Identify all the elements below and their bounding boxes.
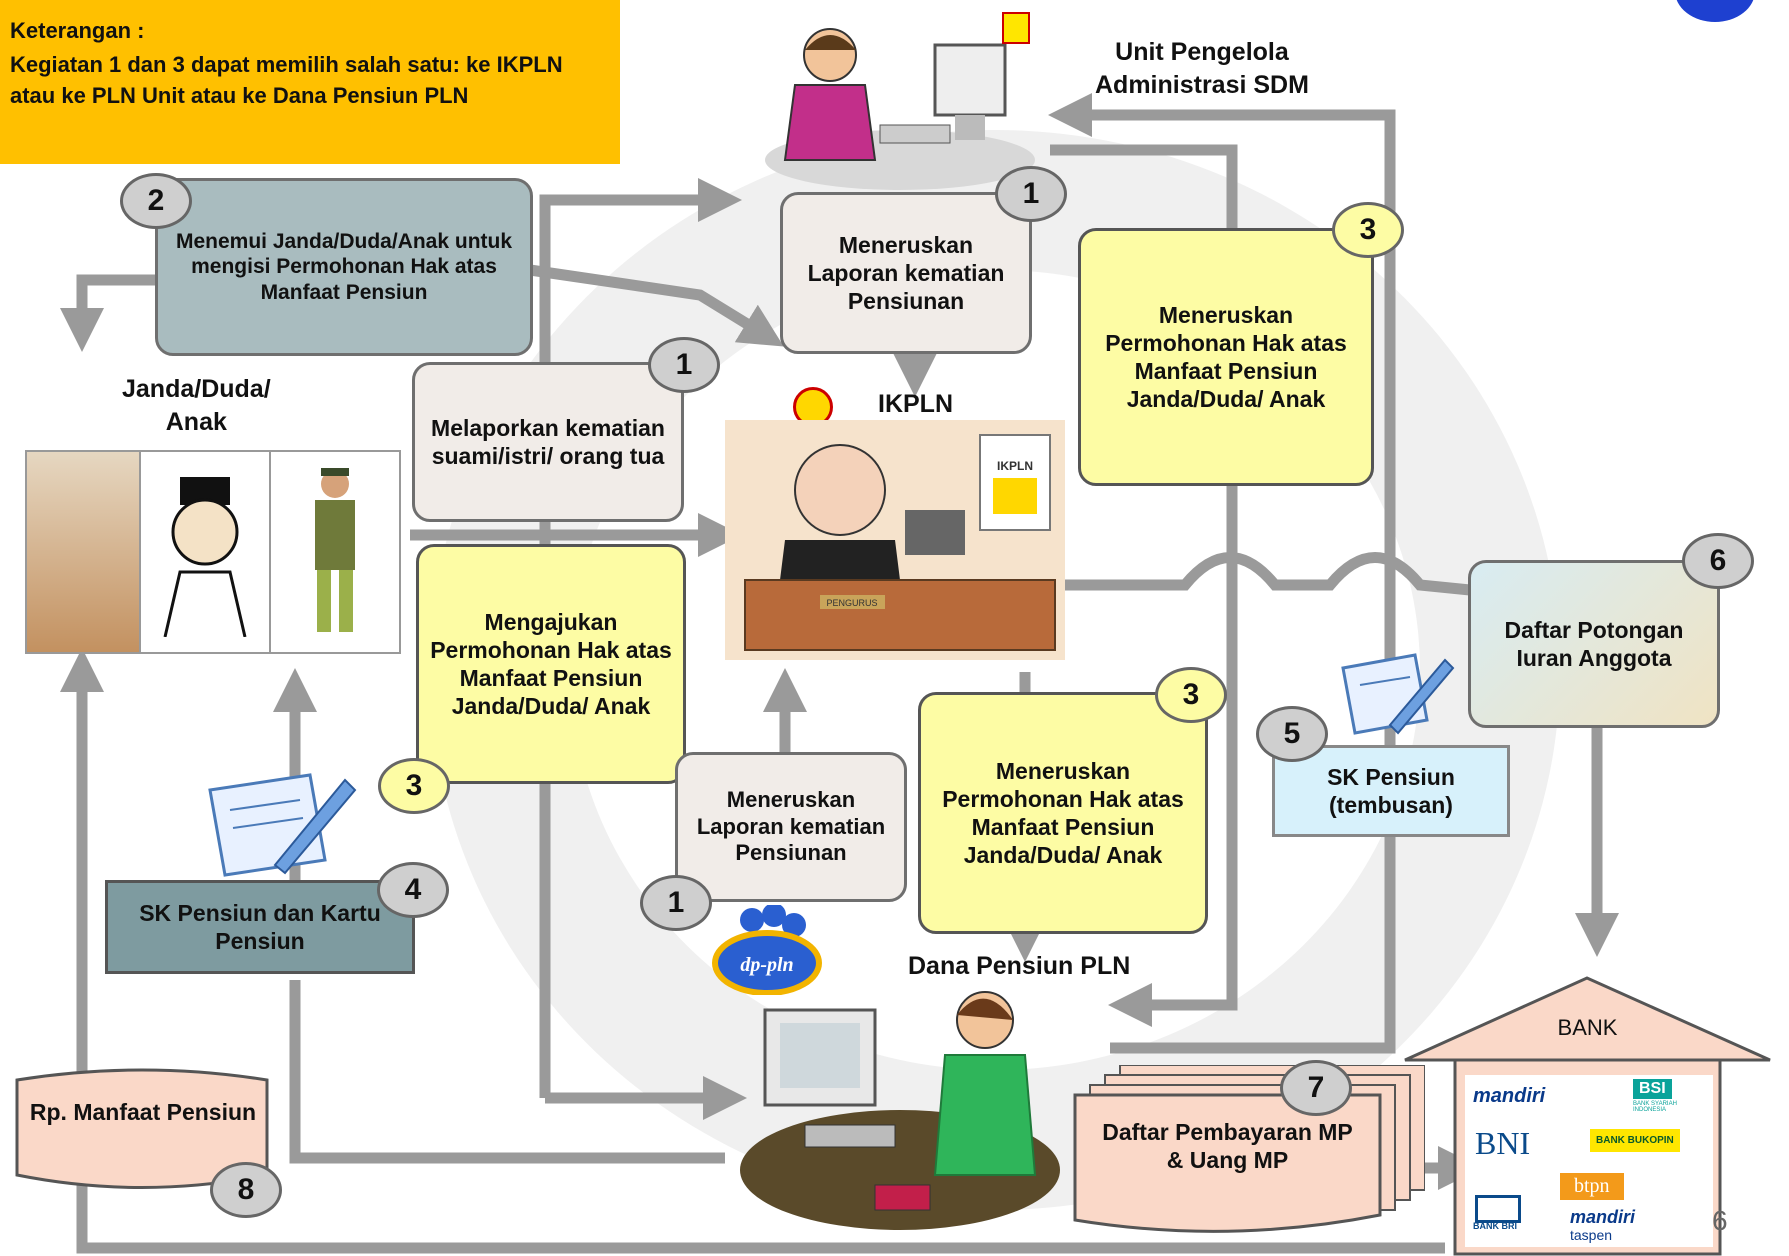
bukopin-logo: BANK BUKOPIN bbox=[1590, 1129, 1680, 1152]
dana-pensiun-label: Dana Pensiun PLN bbox=[908, 952, 1131, 980]
arrow-step2-to-ikpln bbox=[529, 264, 784, 347]
dapen-worker-illustration bbox=[735, 975, 1065, 1235]
step-1-report-box: Melaporkan kematian suami/istri/ orang t… bbox=[412, 362, 684, 522]
step-1-unit-box: Meneruskan Laporan kematian Pensiunan bbox=[780, 192, 1032, 354]
step-5-text: SK Pensiun (tembusan) bbox=[1327, 763, 1455, 818]
step-3-unit-text: Meneruskan Permohonan Hak atas Manfaat P… bbox=[1105, 301, 1347, 413]
legend-box: Keterangan : Kegiatan 1 dan 3 dapat memi… bbox=[0, 0, 620, 164]
beneficiary-photos bbox=[25, 450, 401, 654]
taspen-logo: taspen bbox=[1570, 1227, 1613, 1243]
arrow-outer-loop-to-unit bbox=[1048, 93, 1396, 1054]
step-1-unit-text: Meneruskan Laporan kematian Pensiunan bbox=[807, 231, 1005, 315]
step-3-submit-badge: 3 bbox=[378, 758, 450, 814]
step-2-box: Menemui Janda/Duda/Anak untuk mengisi Pe… bbox=[155, 178, 533, 356]
step-1-dapen-badge: 1 bbox=[640, 875, 712, 931]
step-1-dapen-text: Meneruskan Laporan kematian Pensiunan bbox=[696, 786, 886, 866]
mandiri-logo: mandiri bbox=[1473, 1085, 1546, 1107]
arrow-step2-to-janda bbox=[60, 274, 158, 352]
step-3-dapen-text: Meneruskan Permohonan Hak atas Manfaat P… bbox=[942, 757, 1184, 869]
step-1-report-badge: 1 bbox=[648, 337, 720, 393]
logo-partial bbox=[1675, 0, 1755, 22]
bsi-subtitle: BANK SYARIAH INDONESIA bbox=[1633, 1101, 1677, 1113]
bri-logo: BANK BRI bbox=[1473, 1221, 1517, 1231]
dp-pln-logo: dp-pln bbox=[712, 903, 822, 996]
step-8-badge: 8 bbox=[210, 1162, 282, 1218]
step-3-unit-box: Meneruskan Permohonan Hak atas Manfaat P… bbox=[1078, 228, 1374, 486]
bsi-logo: BSI bbox=[1633, 1079, 1672, 1099]
bank-logos: mandiri BSI BANK SYARIAH INDONESIA BNI B… bbox=[1465, 1075, 1713, 1247]
step-2-badge: 2 bbox=[120, 173, 192, 229]
arrow-bank-to-janda bbox=[60, 648, 1445, 1254]
ikpln-sign-text: IKPLN bbox=[997, 459, 1033, 473]
step-6-badge: 6 bbox=[1682, 533, 1754, 589]
widow-photo bbox=[27, 452, 139, 652]
bri-logo-icon bbox=[1475, 1195, 1521, 1223]
document-pen-icon bbox=[200, 770, 360, 880]
step-1-dapen-box: Meneruskan Laporan kematian Pensiunan bbox=[675, 752, 907, 902]
legend-text: Kegiatan 1 dan 3 dapat memilih salah sat… bbox=[10, 52, 563, 108]
dp-pln-logo-text: dp-pln bbox=[740, 954, 793, 976]
arrow-unit-loop-to-dapen bbox=[1050, 144, 1238, 1027]
janda-duda-anak-label: Janda/Duda/ Anak bbox=[122, 375, 271, 436]
widower-drawing bbox=[139, 452, 269, 652]
step-5-box: SK Pensiun (tembusan) bbox=[1272, 745, 1510, 837]
step-8-text: Rp. Manfaat Pensiun bbox=[29, 1099, 257, 1125]
step-7-text: Daftar Pembayaran MP & Uang MP bbox=[1102, 1119, 1353, 1174]
step-2-text: Menemui Janda/Duda/Anak untuk mengisi Pe… bbox=[175, 229, 513, 304]
ikpln-label: IKPLN bbox=[878, 390, 953, 418]
step-3-dapen-box: Meneruskan Permohonan Hak atas Manfaat P… bbox=[918, 692, 1208, 934]
connector-ikpln-to-list bbox=[1065, 552, 1471, 596]
document-pen-icon-small bbox=[1335, 650, 1455, 740]
step-8-box: Rp. Manfaat Pensiun bbox=[12, 1060, 274, 1200]
unit-pengelola-label: Unit Pengelola Administrasi SDM bbox=[1095, 38, 1309, 99]
arrow-spine-to-unit bbox=[539, 178, 742, 1098]
page-number: 6 bbox=[1712, 1205, 1728, 1236]
bni-logo: BNI bbox=[1475, 1125, 1531, 1161]
btpn-logo: btpn bbox=[1560, 1173, 1624, 1200]
step-4-box: SK Pensiun dan Kartu Pensiun bbox=[105, 880, 415, 974]
step-1-unit-badge: 1 bbox=[995, 166, 1067, 222]
step-3-unit-badge: 3 bbox=[1332, 202, 1404, 258]
pln-logo-icon bbox=[1002, 12, 1030, 44]
bank-label: BANK bbox=[1557, 1015, 1618, 1040]
step-7-badge: 7 bbox=[1280, 1060, 1352, 1116]
child-photo bbox=[269, 452, 399, 652]
bank-building: BANK mandiri BSI BANK SYARIAH INDONESIA … bbox=[1400, 975, 1775, 1256]
mandiri-taspen-logo: mandiri bbox=[1570, 1207, 1636, 1227]
step-1-report-text: Melaporkan kematian suami/istri/ orang t… bbox=[431, 414, 665, 469]
step-3-submit-text: Mengajukan Permohonan Hak atas Manfaat P… bbox=[430, 608, 672, 720]
step-6-text: Daftar Potongan Iuran Anggota bbox=[1504, 616, 1684, 671]
step-4-text: SK Pensiun dan Kartu Pensiun bbox=[139, 899, 381, 954]
legend-title: Keterangan : bbox=[10, 18, 145, 43]
desk-plate-text: PENGURUS bbox=[826, 598, 877, 608]
step-5-badge: 5 bbox=[1256, 706, 1328, 762]
step-3-dapen-badge: 3 bbox=[1155, 667, 1227, 723]
step-4-badge: 4 bbox=[377, 862, 449, 918]
step-3-submit-box: Mengajukan Permohonan Hak atas Manfaat P… bbox=[416, 544, 686, 784]
connector-dapen-to-sk bbox=[289, 980, 725, 1164]
step-7-box: Daftar Pembayaran MP & Uang MP bbox=[1070, 1065, 1425, 1240]
admin-worker-illustration bbox=[760, 10, 1050, 190]
step-6-box: Daftar Potongan Iuran Anggota bbox=[1468, 560, 1720, 728]
ikpln-officer-illustration: IKPLN PENGURUS bbox=[725, 420, 1065, 660]
